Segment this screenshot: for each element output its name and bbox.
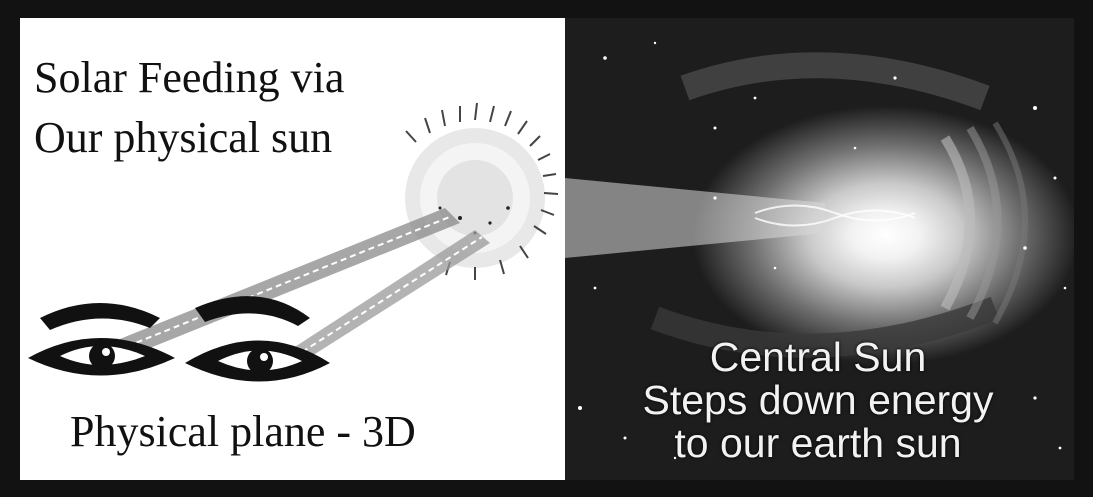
physical-sun-icon (405, 103, 558, 280)
title-line-1: Solar Feeding via (34, 48, 344, 108)
physical-plane-panel: Solar Feeding via Our physical sun Physi… (20, 18, 565, 480)
title-line-2: Our physical sun (34, 108, 344, 168)
physical-plane-label: Physical plane - 3D (70, 406, 416, 457)
energy-beam (565, 178, 825, 258)
central-sun-panel: Central Sun Steps down energy to our ear… (565, 18, 1074, 480)
central-sun-line-2: Steps down energy (603, 379, 1033, 422)
central-sun-line-1: Central Sun (603, 336, 1033, 379)
central-sun-line-3: to our earth sun (603, 422, 1033, 465)
diagram-title: Solar Feeding via Our physical sun (34, 48, 344, 168)
central-sun-caption: Central Sun Steps down energy to our ear… (603, 336, 1033, 465)
